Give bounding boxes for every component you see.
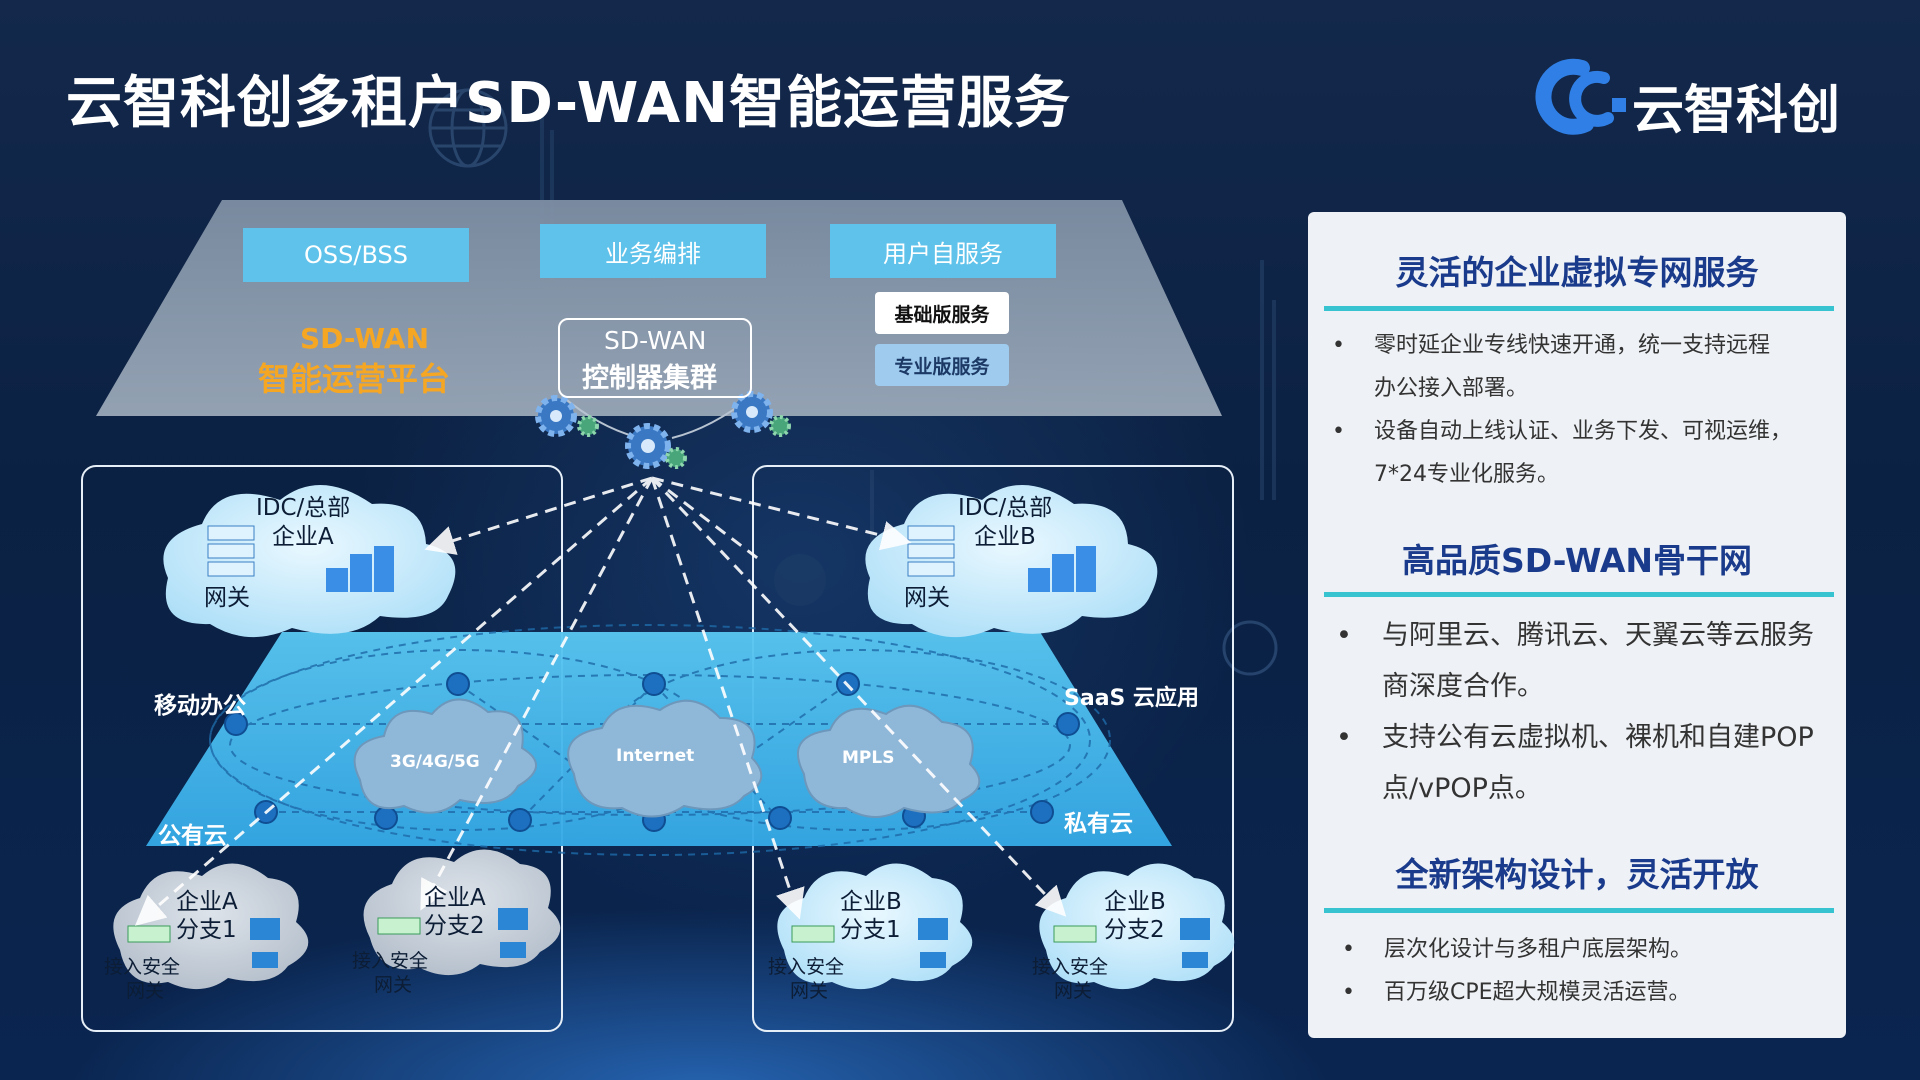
company-logo-icon	[1535, 58, 1626, 135]
hq-b-cloud	[865, 484, 1158, 638]
section-title: 高品质SD-WAN骨干网	[1401, 541, 1753, 580]
pro-service-badge: 专业版服务	[875, 344, 1009, 386]
info-panel: 灵活的企业虚拟专网服务 •零时延企业专线快速开通，统一支持远程 办公接入部署。 …	[1308, 212, 1846, 1038]
computer-icon	[918, 918, 948, 940]
hq-b-label-line1: IDC/总部	[958, 495, 1053, 521]
hq-b-gateway-label: 网关	[904, 585, 950, 611]
cloud-mpls	[797, 704, 981, 818]
branch-a2-line1: 企业A	[424, 885, 486, 911]
bullet-item-continuation: 办公接入部署。	[1374, 376, 1529, 401]
section-divider	[1324, 908, 1834, 913]
cloud-3g-4g-5g	[353, 698, 537, 814]
gear-icon	[535, 395, 599, 437]
section-title: 全新架构设计，灵活开放	[1395, 855, 1759, 894]
public-cloud-label: 公有云	[158, 823, 227, 849]
cloud-internet	[567, 699, 763, 818]
branch-a1-access2: 网关	[126, 980, 165, 1002]
computer-icon	[498, 908, 528, 930]
section-title: 灵活的企业虚拟专网服务	[1395, 253, 1759, 292]
control-link	[650, 477, 805, 920]
platform-label-line2: 智能运营平台	[258, 360, 451, 398]
bullet-item: •零时延企业专线快速开通，统一支持远程	[1332, 333, 1771, 358]
control-link	[651, 476, 761, 562]
controller-label-line2: 控制器集群	[582, 363, 717, 394]
computer-icon	[1180, 918, 1210, 940]
controller-cluster-box	[558, 318, 752, 398]
gear-icon	[625, 423, 687, 469]
section-divider	[1324, 592, 1834, 597]
bullet-item: •与阿里云、腾讯云、天翼云等云服务	[1336, 620, 1814, 651]
section-divider	[1324, 306, 1834, 311]
branch-b1-access2: 网关	[790, 980, 829, 1002]
hq-a-cloud	[163, 484, 456, 638]
bullet-item: •支持公有云虚拟机、裸机和自建POP	[1336, 722, 1814, 753]
hq-b-label-line2: 企业B	[974, 524, 1036, 550]
bullet-item: •设备自动上线认证、业务下发、可视运维，	[1332, 419, 1793, 444]
gateway-device-icon	[207, 525, 255, 577]
saas-label: SaaS 云应用	[1064, 686, 1200, 711]
backbone-node	[508, 808, 532, 832]
branch-a1-line2: 分支1	[176, 917, 237, 943]
logo-text: 云智科创	[1632, 81, 1841, 141]
branch-a1-line1: 企业A	[176, 889, 238, 915]
backbone-node	[374, 806, 398, 830]
oss-bss-button: OSS/BSS	[243, 228, 469, 282]
computer-icon	[250, 918, 280, 940]
branch-b2-access1: 接入安全	[1032, 956, 1109, 978]
bullet-item-continuation: 7*24专业化服务。	[1374, 462, 1559, 487]
branch-b2-line2: 分支2	[1104, 917, 1165, 943]
cloud-mpls-label: MPLS	[842, 748, 895, 768]
branch-b1-access1: 接入安全	[768, 956, 845, 978]
basic-service-badge: 基础版服务	[875, 292, 1009, 334]
branch-b1-line1: 企业B	[840, 889, 902, 915]
cloud-internet-label: Internet	[616, 746, 695, 766]
branch-b2-line1: 企业B	[1104, 889, 1166, 915]
asg-device-icon	[1053, 925, 1097, 943]
page-title: 云智科创多租户SD-WAN智能运营服务	[66, 71, 1072, 136]
hq-a-label-line1: IDC/总部	[256, 495, 351, 521]
backbone-node	[1056, 712, 1080, 736]
cloud-3g-label: 3G/4G/5G	[390, 752, 480, 772]
controller-label-line1: SD-WAN	[604, 326, 707, 355]
backbone-node	[642, 672, 666, 696]
hq-a-label-line2: 企业A	[272, 524, 334, 550]
asg-device-icon	[127, 925, 171, 943]
service-orchestration-button: 业务编排	[540, 224, 766, 278]
gateway-device-icon	[907, 525, 955, 577]
platform-label-line1: SD-WAN	[300, 322, 430, 355]
branch-a1-access1: 接入安全	[104, 956, 181, 978]
control-link	[424, 476, 653, 555]
branch-a2-line2: 分支2	[424, 913, 485, 939]
asg-device-icon	[377, 917, 421, 935]
mobile-office-label: 移动办公	[154, 693, 246, 719]
bullet-item-continuation: 点/vPOP点。	[1382, 773, 1542, 804]
bullet-item: •百万级CPE超大规模灵活运营。	[1342, 980, 1691, 1005]
gear-icon	[731, 391, 791, 437]
backbone-node	[1030, 800, 1054, 824]
user-self-service-button: 用户自服务	[830, 224, 1056, 278]
control-link	[134, 476, 653, 926]
asg-device-icon	[791, 925, 835, 943]
branch-a2-access1: 接入安全	[352, 950, 429, 972]
bullet-item: •层次化设计与多租户底层架构。	[1342, 937, 1693, 962]
private-cloud-label: 私有云	[1064, 811, 1133, 837]
bullet-item-continuation: 商深度合作。	[1382, 671, 1544, 702]
branch-b1-line2: 分支1	[840, 917, 901, 943]
backbone-node	[768, 806, 792, 830]
control-link	[651, 476, 912, 551]
branch-a2-access2: 网关	[374, 974, 413, 996]
branch-b2-access2: 网关	[1054, 980, 1093, 1002]
backbone-node	[224, 712, 248, 736]
hq-a-gateway-label: 网关	[204, 585, 250, 611]
backbone-node	[446, 672, 470, 696]
